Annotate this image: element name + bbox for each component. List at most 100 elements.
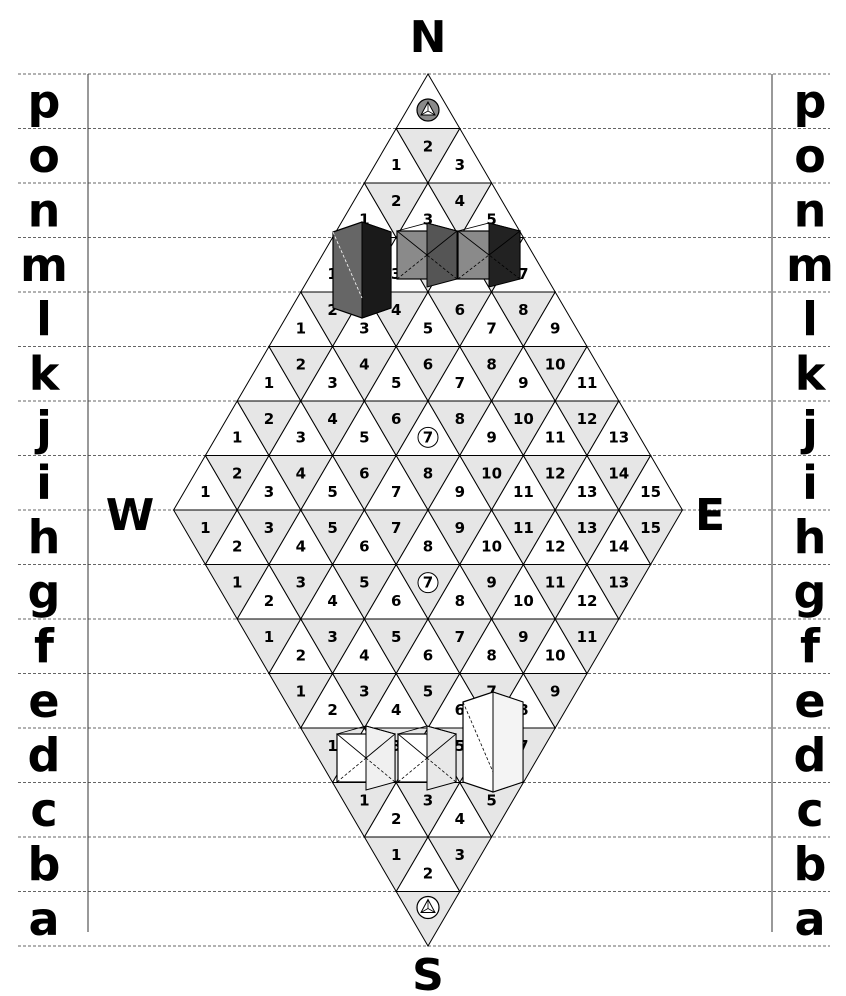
cell-number: 3	[296, 574, 306, 592]
row-label-right: k	[795, 347, 827, 401]
cell-number: 12	[545, 537, 566, 555]
cell-number: 8	[486, 356, 496, 374]
cell-number: 1	[264, 374, 274, 392]
row-label-left: g	[28, 565, 61, 619]
row-label-right: i	[802, 456, 818, 510]
row-label-right: h	[794, 510, 827, 564]
cell-number: 7	[423, 574, 433, 592]
cell-number: 3	[423, 792, 433, 810]
cell-number: 13	[608, 428, 629, 446]
cell-number: 5	[486, 792, 496, 810]
cell-number: 4	[296, 465, 306, 483]
row-label-left: k	[29, 347, 61, 401]
cell-number: 10	[513, 592, 534, 610]
hexagonal-pyramid-piece-icon[interactable]	[397, 223, 457, 287]
cell-number: 13	[608, 574, 629, 592]
cell-number: 3	[296, 428, 306, 446]
cell-number: 3	[455, 156, 465, 174]
tall-hexagonal-prism-icon[interactable]	[463, 692, 523, 792]
cell-number: 15	[640, 483, 661, 501]
tall-hexagonal-prism-icon[interactable]	[333, 222, 391, 318]
cell-number: 3	[264, 519, 274, 537]
cell-number: 9	[486, 574, 496, 592]
row-label-right: o	[794, 129, 826, 183]
cell-number: 1	[200, 519, 210, 537]
triangle-emblem-icon	[417, 897, 439, 919]
cell-number: 9	[518, 374, 528, 392]
cell-number: 6	[423, 646, 433, 664]
cell-number: 3	[359, 319, 369, 337]
cell-number: 11	[577, 374, 598, 392]
hexagonal-pyramid-piece-icon[interactable]	[398, 726, 456, 790]
row-label-left: f	[34, 619, 55, 673]
cell-number: 3	[359, 683, 369, 701]
cell-number: 11	[513, 519, 534, 537]
row-label-left: e	[28, 674, 59, 728]
compass-north: N	[410, 12, 447, 63]
hexagonal-prism-piece-icon[interactable]	[337, 726, 395, 790]
row-label-left: d	[28, 728, 61, 782]
compass-south: S	[412, 950, 444, 996]
row-label-right: d	[794, 728, 827, 782]
cell-number: 5	[391, 374, 401, 392]
row-label-right: p	[794, 74, 827, 128]
cell-number: 2	[264, 592, 274, 610]
cell-number: 4	[359, 356, 369, 374]
cell-number: 7	[486, 319, 496, 337]
cell-number: 11	[513, 483, 534, 501]
triangle-grid	[174, 74, 683, 946]
cell-number: 2	[327, 701, 337, 719]
cell-number: 8	[423, 537, 433, 555]
cell-number: 4	[455, 810, 465, 828]
cell-number: 7	[391, 483, 401, 501]
cell-number: 5	[391, 628, 401, 646]
cell-number: 1	[327, 737, 337, 755]
row-label-right: j	[800, 401, 818, 455]
cell-number: 1	[359, 792, 369, 810]
row-label-left: b	[28, 837, 61, 891]
cell-number: 2	[391, 810, 401, 828]
cell-number: 9	[455, 483, 465, 501]
cell-number: 15	[640, 519, 661, 537]
cell-number: 2	[391, 192, 401, 210]
cell-number: 7	[455, 628, 465, 646]
cell-number: 5	[327, 519, 337, 537]
cell-number: 3	[455, 846, 465, 864]
cell-number: 5	[359, 574, 369, 592]
cell-number: 1	[232, 428, 242, 446]
cell-number: 7	[455, 374, 465, 392]
cell-number: 3	[327, 628, 337, 646]
cell-number: 7	[391, 519, 401, 537]
cell-number: 5	[423, 683, 433, 701]
cell-number: 12	[577, 592, 598, 610]
cell-number: 6	[391, 592, 401, 610]
cell-number: 9	[518, 628, 528, 646]
cell-number: 11	[545, 574, 566, 592]
row-label-left: i	[36, 456, 52, 510]
cell-number: 10	[481, 465, 502, 483]
cell-number: 11	[545, 428, 566, 446]
cell-number: 6	[359, 465, 369, 483]
cell-number: 13	[577, 483, 598, 501]
cell-number: 2	[232, 537, 242, 555]
cell-number: 9	[550, 683, 560, 701]
cell-number: 6	[359, 537, 369, 555]
cell-number: 4	[327, 410, 337, 428]
row-label-left: j	[34, 401, 52, 455]
row-label-right: m	[786, 238, 834, 292]
cell-number: 5	[423, 319, 433, 337]
cell-number: 7	[423, 428, 433, 446]
cell-number: 1	[200, 483, 210, 501]
hexagonal-pyramid-piece-icon[interactable]	[458, 223, 520, 287]
cell-number: 14	[608, 465, 629, 483]
triangle-emblem-icon	[417, 99, 439, 121]
row-label-right: e	[794, 674, 825, 728]
cell-number: 10	[545, 646, 566, 664]
cell-number: 9	[486, 428, 496, 446]
cell-number: 9	[550, 319, 560, 337]
row-label-right: n	[794, 183, 827, 237]
row-label-left: l	[36, 292, 52, 346]
row-label-right: l	[802, 292, 818, 346]
cell-number: 1	[296, 683, 306, 701]
